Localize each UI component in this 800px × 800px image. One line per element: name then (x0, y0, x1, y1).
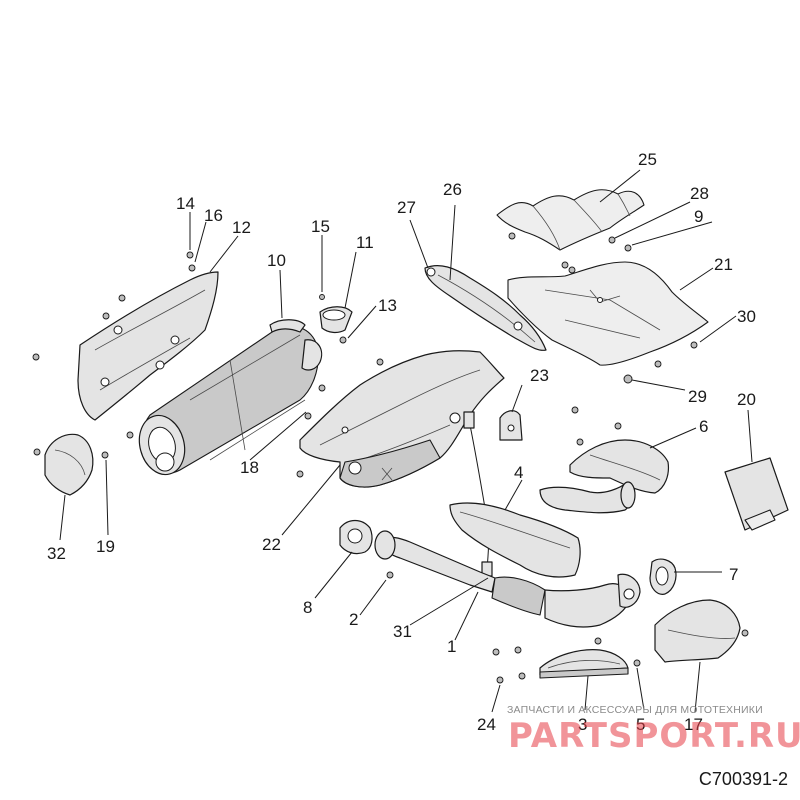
callout-14: 14 (176, 194, 195, 213)
watermark-tagline: ЗАПЧАСТИ И АКСЕССУАРЫ ДЛЯ МОТОТЕХНИКИ (507, 704, 763, 716)
callout-23: 23 (530, 366, 549, 385)
callout-9: 9 (694, 207, 703, 226)
callout-5: 5 (636, 715, 645, 734)
callout-30: 30 (737, 307, 756, 326)
part-31-o2-sensor (463, 411, 493, 577)
callout-24: 24 (477, 715, 496, 734)
callout-29: 29 (688, 387, 707, 406)
part-21-heat-shield-plate (507, 261, 709, 366)
part-11-gasket-cup (319, 306, 353, 334)
callout-18: 18 (240, 458, 259, 477)
part-20-plate (724, 457, 789, 531)
part-25-heat-shield-upper (496, 189, 645, 251)
part-6-pipe-shield (569, 439, 670, 494)
part-7-gasket (649, 558, 677, 595)
callout-4: 4 (514, 463, 523, 482)
callout-2: 2 (349, 610, 358, 629)
callout-7: 7 (729, 565, 738, 584)
part-8-flange-gasket (339, 519, 373, 555)
part-4-pipe-heat-shield (449, 502, 581, 578)
callout-3: 3 (578, 715, 587, 734)
callout-19: 19 (96, 537, 115, 556)
callout-12: 12 (232, 218, 251, 237)
part-22-main-heat-shield (299, 350, 505, 488)
callout-15: 15 (311, 217, 330, 236)
part-3-clamp-bracket (539, 649, 629, 679)
part-17-heat-shield (654, 599, 741, 663)
callout-28: 28 (690, 184, 709, 203)
callout-20: 20 (737, 390, 756, 409)
callout-10: 10 (267, 251, 286, 270)
callout-13: 13 (378, 296, 397, 315)
callout-11: 11 (356, 233, 374, 252)
part-1-exhaust-pipe (374, 530, 641, 628)
callout-1: 1 (447, 637, 456, 656)
callout-21: 21 (714, 255, 733, 274)
callout-26: 26 (443, 180, 462, 199)
callout-16: 16 (204, 206, 223, 225)
callout-labels: 14 16 12 10 15 11 13 18 19 32 22 8 2 31 … (47, 150, 756, 734)
callout-32: 32 (47, 544, 66, 563)
callout-25: 25 (638, 150, 657, 169)
part-26-heat-shield-narrow (424, 265, 547, 351)
callout-27: 27 (397, 198, 416, 217)
fasteners (32, 232, 749, 684)
part-10-muffler (138, 319, 323, 476)
exhaust-elbow (539, 481, 636, 514)
callout-8: 8 (303, 598, 312, 617)
part-23-bracket (499, 410, 523, 441)
callout-22: 22 (262, 535, 281, 554)
callout-6: 6 (699, 417, 708, 436)
callout-17: 17 (684, 715, 703, 734)
diagram-code: C700391-2 (698, 769, 788, 789)
part-32-end-cap-shield (44, 433, 94, 496)
part-12-muffler-heat-shield (77, 271, 219, 421)
callout-31: 31 (393, 622, 412, 641)
watermark-logo: PARTSPORT.RU (508, 716, 800, 756)
leader-lines (59, 169, 753, 713)
